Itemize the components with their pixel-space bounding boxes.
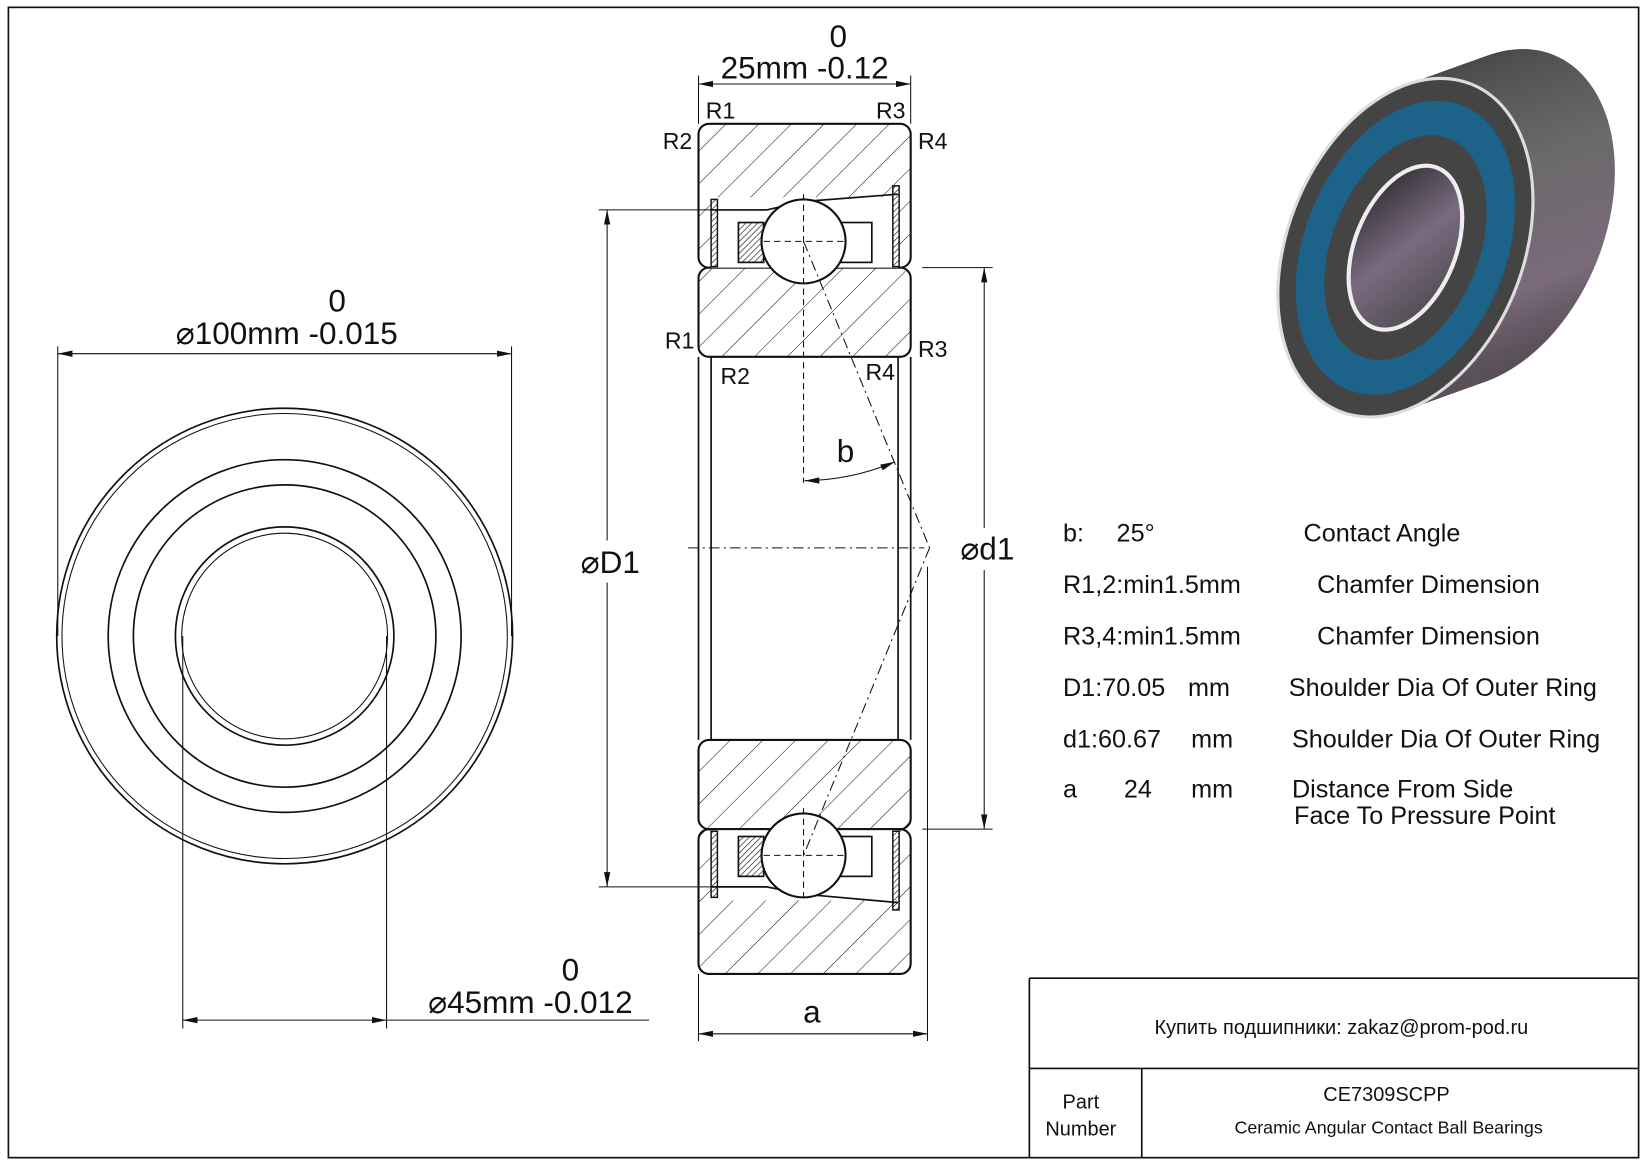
- spec-key: R1,2:min1.5mm: [1063, 571, 1241, 599]
- chamfer-r3-top: R3: [876, 98, 906, 124]
- spec-key: a: [1063, 776, 1078, 804]
- spec-unit: mm: [1188, 674, 1230, 702]
- outer-ring-chamfer: [61, 412, 508, 860]
- bearing-3d-render: [1276, 48, 1615, 419]
- spec-key: D1:70.05: [1063, 674, 1165, 702]
- spec-value: 24: [1124, 776, 1152, 804]
- spec-key: d1:60.67: [1063, 725, 1161, 753]
- spec-desc: Shoulder Dia Of Outer Ring: [1289, 674, 1597, 702]
- d1-label: ⌀d1: [960, 530, 1014, 566]
- bore: [1346, 163, 1465, 332]
- chamfer-r2-mid: R2: [721, 363, 751, 389]
- bore-diameter-label: ⌀45mm -0.012: [428, 984, 633, 1020]
- contact-info: Купить подшипники: zakaz@prom-pod.ru: [1154, 1017, 1528, 1039]
- front-view: 0 ⌀100mm -0.015 0 ⌀45mm -0.012: [55, 283, 650, 1029]
- inner-ring-edge: [174, 526, 395, 747]
- chamfer-r4-top: R4: [918, 128, 948, 154]
- bore-edge: [181, 532, 389, 740]
- width-label: 25mm -0.12: [721, 50, 889, 86]
- outer-diameter-tolerance-upper: 0: [328, 283, 346, 319]
- chamfer-r2-top: R2: [663, 128, 693, 154]
- spec-desc: Contact Angle: [1304, 520, 1461, 548]
- spec-unit: mm: [1191, 725, 1233, 753]
- outer-diameter-label: ⌀100mm -0.015: [176, 315, 398, 351]
- width-tolerance-upper: 0: [829, 18, 847, 54]
- part-number: CE7309SCPP: [1323, 1084, 1449, 1106]
- chamfer-r3-mid: R3: [918, 336, 948, 362]
- a-label: a: [803, 993, 821, 1029]
- chamfer-r1-top: R1: [706, 98, 736, 124]
- spec-desc: Shoulder Dia Of Outer Ring: [1292, 725, 1600, 753]
- chamfer-r4-mid: R4: [865, 359, 895, 385]
- spec-desc: Chamfer Dimension: [1317, 571, 1540, 599]
- seal-outer-edge: [107, 458, 462, 814]
- chamfer-r1-mid: R1: [665, 327, 695, 353]
- title-block: Купить подшипники: zakaz@prom-pod.ru Par…: [1028, 977, 1639, 1158]
- D1-label: ⌀D1: [581, 544, 640, 580]
- spec-desc: Distance From Side: [1292, 776, 1513, 804]
- spec-desc: Chamfer Dimension: [1317, 622, 1540, 650]
- spec-unit: mm: [1191, 776, 1233, 804]
- contact-angle-label: b: [837, 433, 855, 469]
- spec-key: b:: [1063, 520, 1084, 548]
- seal-inner-edge: [132, 484, 437, 789]
- spec-table: b: 25° Contact Angle R1,2:min1.5mm Chamf…: [1063, 520, 1600, 830]
- part-label-line2: Number: [1045, 1119, 1116, 1141]
- section-view: b 0 25mm -0.12 R1 R3 R2 R4 R1 R3 R2 R4 ⌀…: [572, 18, 1025, 1042]
- contact-angle-arc: [804, 461, 896, 484]
- part-description: Ceramic Angular Contact Ball Bearings: [1234, 1118, 1542, 1138]
- spec-desc-continued: Face To Pressure Point: [1294, 802, 1555, 830]
- spec-value: 25°: [1117, 520, 1155, 548]
- bore-diameter-tolerance-upper: 0: [562, 951, 580, 987]
- outer-ring-edge: [55, 407, 514, 865]
- drawing-border: [7, 6, 1640, 1159]
- part-label-line1: Part: [1063, 1091, 1100, 1113]
- spec-key: R3,4:min1.5mm: [1063, 622, 1241, 650]
